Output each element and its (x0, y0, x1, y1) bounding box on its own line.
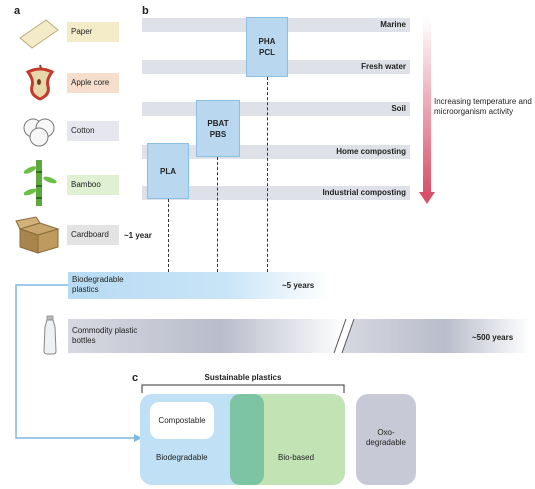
biobased-region-label: Bio-based (278, 453, 315, 462)
panel-c-letter: c (132, 372, 139, 384)
sustainable-plastics-header: Sustainable plastics (204, 373, 282, 382)
polymer-label-pha: PHA (258, 37, 276, 46)
polymer-box-pbat-pbs: PBAT PBS (196, 100, 240, 157)
biodegradable-time: ~5 years (282, 281, 315, 290)
polymer-label-pbat: PBAT (207, 118, 229, 128)
sustainable-bracket (141, 384, 345, 393)
env-bar-soil: Soil (142, 102, 410, 116)
cardboard-time: ~1 year (124, 231, 152, 240)
gradient-arrow-icon (419, 18, 435, 204)
plastic-bottle-icon (43, 315, 57, 355)
panel-a-letter: a (14, 5, 21, 17)
oxo-degradable-label: Oxo-degradable (365, 428, 407, 447)
commodity-time: ~500 years (472, 333, 514, 342)
polymer-label-pbs: PBS (209, 129, 227, 139)
item-label-paper: Paper (67, 22, 119, 42)
cotton-icon (23, 118, 55, 147)
item-label-bamboo: Bamboo (67, 175, 119, 195)
compostable-box: Compostable (150, 402, 214, 439)
dashed-line-pla (168, 199, 169, 272)
item-label-apple-core: Apple core (67, 73, 119, 93)
polymer-box-pha-pcl: PHA PCL (246, 17, 288, 77)
oxo-degradable-region (356, 394, 416, 485)
panel-b-letter: b (142, 5, 149, 17)
paper-icon (19, 19, 59, 49)
commodity-timeline-bar (68, 319, 530, 353)
cardboard-box-icon (15, 216, 60, 254)
polymer-label-pcl: PCL (259, 48, 275, 57)
bamboo-icon (24, 160, 57, 206)
connector-arrow (15, 284, 142, 442)
apple-core-icon (25, 64, 55, 101)
item-label-cotton: Cotton (67, 121, 119, 141)
polymer-box-pla: PLA (147, 143, 189, 199)
dashed-line-pha (267, 77, 268, 272)
biodegradable-region-label: Biodegradable (156, 453, 208, 462)
gradient-label: Increasing temperature and microorganism… (434, 97, 532, 116)
env-bar-industrial-composting: Industrial composting (142, 186, 410, 200)
overlap-region (230, 394, 264, 485)
biodegradable-label: Biodegradable plastics (72, 275, 124, 294)
dashed-line-pbat (217, 157, 218, 272)
biodegradable-timeline-bar (68, 272, 330, 299)
commodity-label: Commodity plastic bottles (72, 326, 138, 345)
polymer-label-pla: PLA (160, 166, 176, 176)
item-label-cardboard: Cardboard (67, 225, 119, 245)
